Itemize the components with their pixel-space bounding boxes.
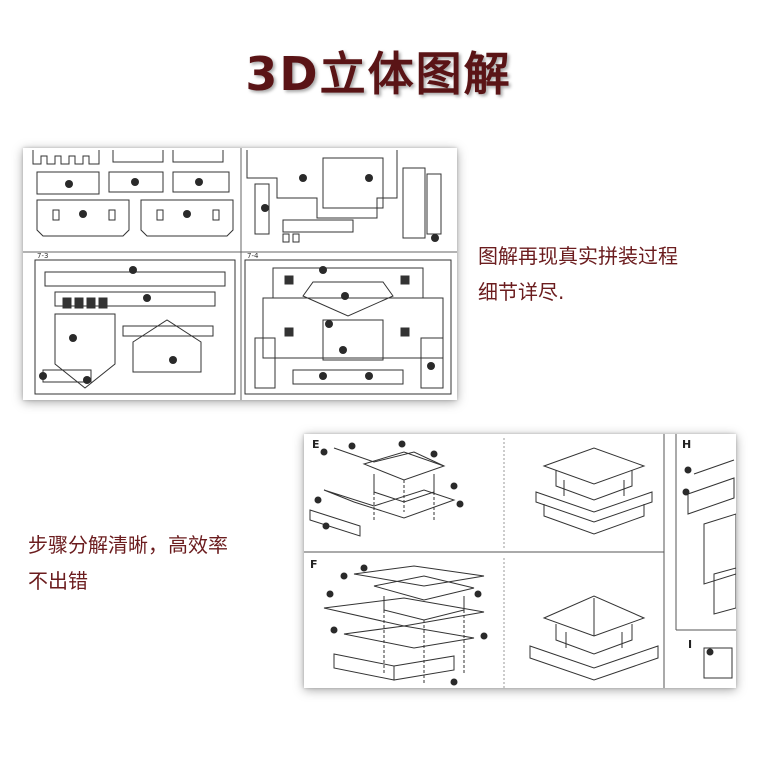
caption-line: 图解再现真实拼装过程 bbox=[478, 244, 678, 268]
parts-sheet-drawing: 7-3 7-4 bbox=[23, 148, 457, 400]
parts-sheet-card: 7-3 7-4 bbox=[23, 148, 457, 400]
step-label: H bbox=[682, 438, 691, 451]
assembly-steps-drawing: E F H I bbox=[304, 434, 736, 688]
caption-assembly-diagram: 图解再现真实拼装过程 细节详尽. bbox=[478, 238, 748, 310]
caption-line: 细节详尽. bbox=[478, 280, 565, 304]
caption-step-breakdown: 步骤分解清晰，高效率 不出错 bbox=[28, 527, 298, 599]
caption-line: 不出错 bbox=[28, 569, 88, 593]
step-label: E bbox=[312, 438, 320, 451]
step-label: I bbox=[688, 638, 692, 651]
step-label: F bbox=[310, 558, 318, 571]
caption-line: 步骤分解清晰，高效率 bbox=[28, 533, 228, 557]
sheet-label: 7-3 bbox=[37, 252, 48, 260]
assembly-steps-card: E F H I bbox=[304, 434, 736, 688]
page-title: 3D立体图解 bbox=[245, 47, 512, 101]
sheet-label: 7-4 bbox=[247, 252, 259, 260]
